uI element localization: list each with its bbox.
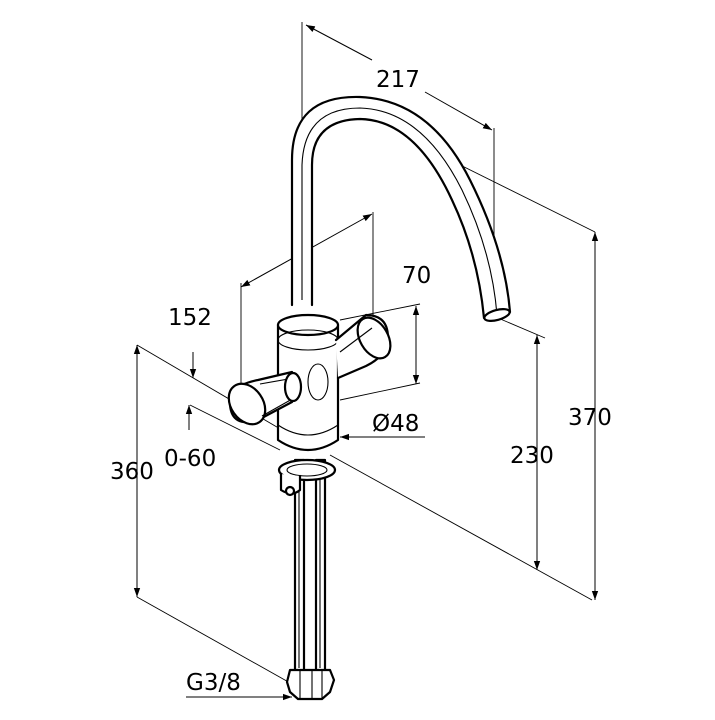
label-spout-reach: 217 bbox=[376, 67, 420, 93]
faucet-outline bbox=[227, 95, 512, 701]
hose-connector bbox=[285, 668, 336, 701]
handle-left bbox=[227, 370, 303, 426]
label-handle-span: 152 bbox=[168, 305, 212, 331]
label-body-offset: 70 bbox=[402, 263, 431, 289]
label-hose-length: 360 bbox=[110, 459, 154, 485]
label-deck-thickness: 0-60 bbox=[164, 446, 216, 472]
supply-hose bbox=[293, 458, 327, 677]
label-spout-height: 230 bbox=[510, 443, 554, 469]
dimension-labels: 217 370 230 152 70 Ø48 0-60 360 G3/8 bbox=[110, 67, 612, 696]
spout bbox=[290, 95, 512, 322]
label-body-diameter: Ø48 bbox=[372, 411, 419, 437]
mounting-ring bbox=[277, 458, 337, 497]
handle-right bbox=[334, 313, 392, 380]
label-height-total: 370 bbox=[568, 405, 612, 431]
label-thread: G3/8 bbox=[186, 670, 241, 696]
